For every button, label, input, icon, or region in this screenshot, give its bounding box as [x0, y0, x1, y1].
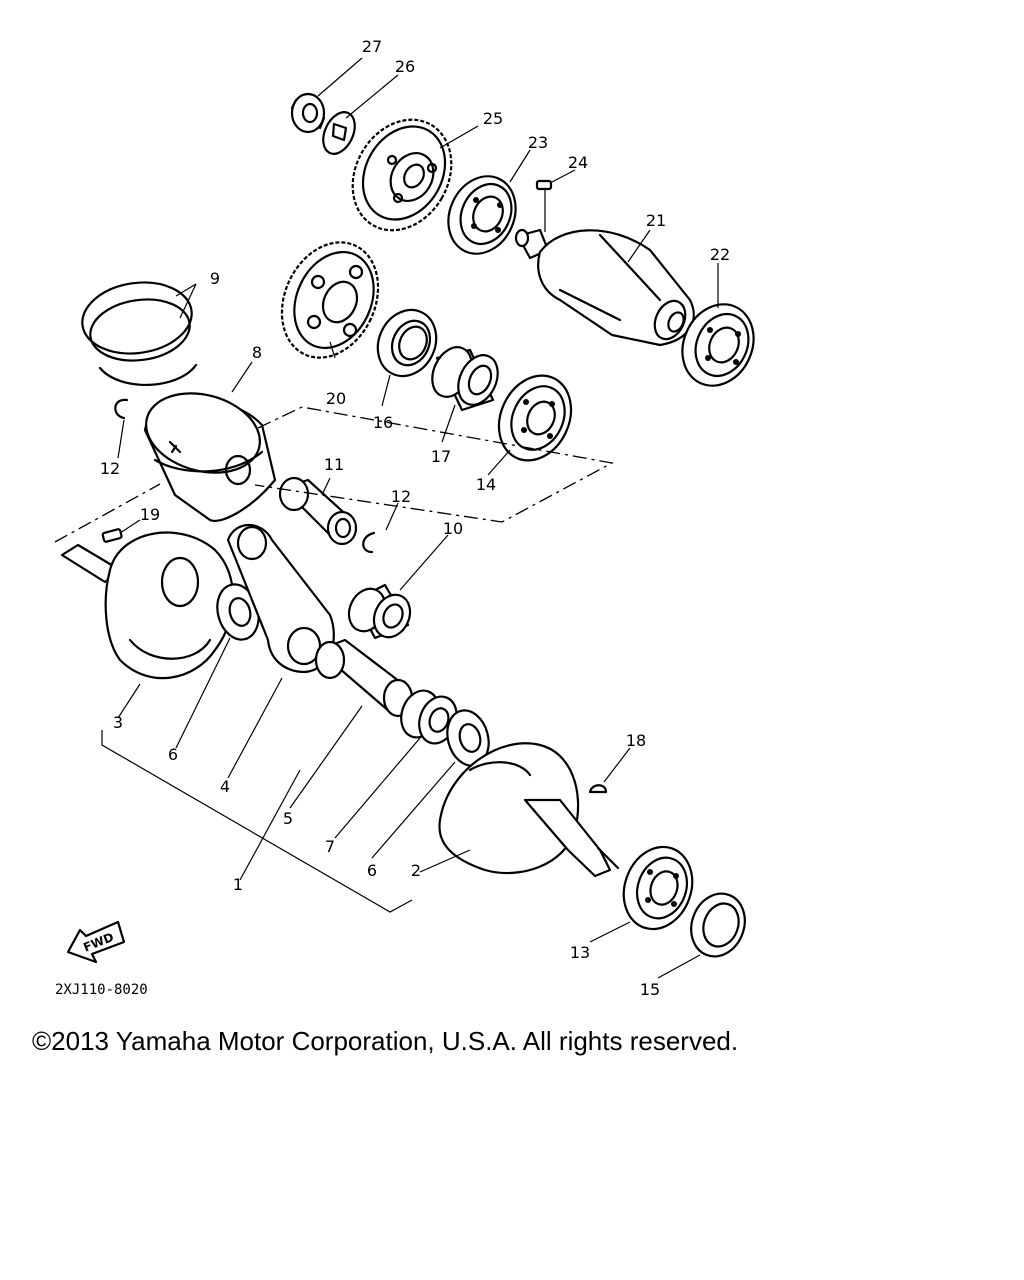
- part-11-piston-pin: [278, 476, 358, 546]
- label-5: 5: [283, 809, 293, 828]
- label-16: 16: [373, 413, 393, 432]
- label-15: 15: [640, 980, 660, 999]
- leader-lines: [117, 57, 719, 979]
- label-13: 13: [570, 943, 590, 962]
- part-20-balancer-gear: [280, 241, 380, 359]
- part-14-bearing: [497, 374, 573, 462]
- part-26-lock-washer: [322, 111, 356, 155]
- part-18-key: [588, 784, 608, 794]
- label-19: 19: [140, 505, 160, 524]
- label-25: 25: [483, 109, 503, 128]
- label-20: 20: [326, 389, 346, 408]
- label-21: 21: [646, 211, 666, 230]
- exploded-parts-diagram: FWD 27 26 25 23 24 21 22 9 8 20 16 17 14…: [54, 37, 755, 999]
- crank-assembly-bracket: [101, 730, 413, 913]
- part-17-collar: [431, 346, 499, 412]
- part-8-piston: [143, 392, 277, 523]
- label-26: 26: [395, 57, 415, 76]
- part-12-circlip-a: [114, 398, 129, 420]
- part-19-key: [101, 528, 123, 543]
- label-7: 7: [325, 837, 335, 856]
- label-27: 27: [362, 37, 382, 56]
- part-13-bearing: [622, 845, 694, 931]
- part-27-nut: [290, 92, 326, 134]
- label-10: 10: [443, 519, 463, 538]
- label-12-a: 12: [100, 459, 120, 478]
- part-23-bearing: [447, 175, 517, 255]
- copyright-notice: ©2013 Yamaha Motor Corporation, U.S.A. A…: [32, 1026, 739, 1056]
- part-22-bearing: [681, 303, 755, 387]
- part-9-piston-rings: [81, 281, 198, 386]
- label-6-a: 6: [168, 745, 178, 764]
- label-8: 8: [252, 343, 262, 362]
- label-12-b: 12: [391, 487, 411, 506]
- label-6-b: 6: [367, 861, 377, 880]
- part-25-primary-gear: [351, 118, 453, 232]
- label-1: 1: [233, 875, 243, 894]
- part-12-circlip-b: [362, 531, 376, 554]
- forward-direction-arrow: FWD: [66, 920, 126, 964]
- label-11: 11: [324, 455, 344, 474]
- label-17: 17: [431, 447, 451, 466]
- part-number-labels: 27 26 25 23 24 21 22 9 8 20 16 17 14 12 …: [100, 37, 730, 999]
- part-24-key: [535, 179, 553, 191]
- part-2-right-crank: [438, 742, 620, 878]
- label-22: 22: [710, 245, 730, 264]
- part-15-oil-seal: [690, 892, 746, 958]
- label-9: 9: [210, 269, 220, 288]
- diagram-code: 2XJ110-8020: [55, 982, 148, 998]
- part-6-thrust-washer-a: [216, 583, 260, 641]
- label-14: 14: [476, 475, 496, 494]
- part-3-left-crank: [60, 531, 235, 680]
- part-5-crank-pin: [314, 638, 414, 718]
- label-4: 4: [220, 777, 230, 796]
- part-21-balancer-shaft: [514, 228, 695, 347]
- label-23: 23: [528, 133, 548, 152]
- assembly-centerline: [54, 406, 614, 543]
- part-10-small-end-bearing: [347, 583, 412, 640]
- part-16-oil-seal: [376, 308, 438, 378]
- label-2: 2: [411, 861, 421, 880]
- label-3: 3: [113, 713, 123, 732]
- label-24: 24: [568, 153, 588, 172]
- label-18: 18: [626, 731, 646, 750]
